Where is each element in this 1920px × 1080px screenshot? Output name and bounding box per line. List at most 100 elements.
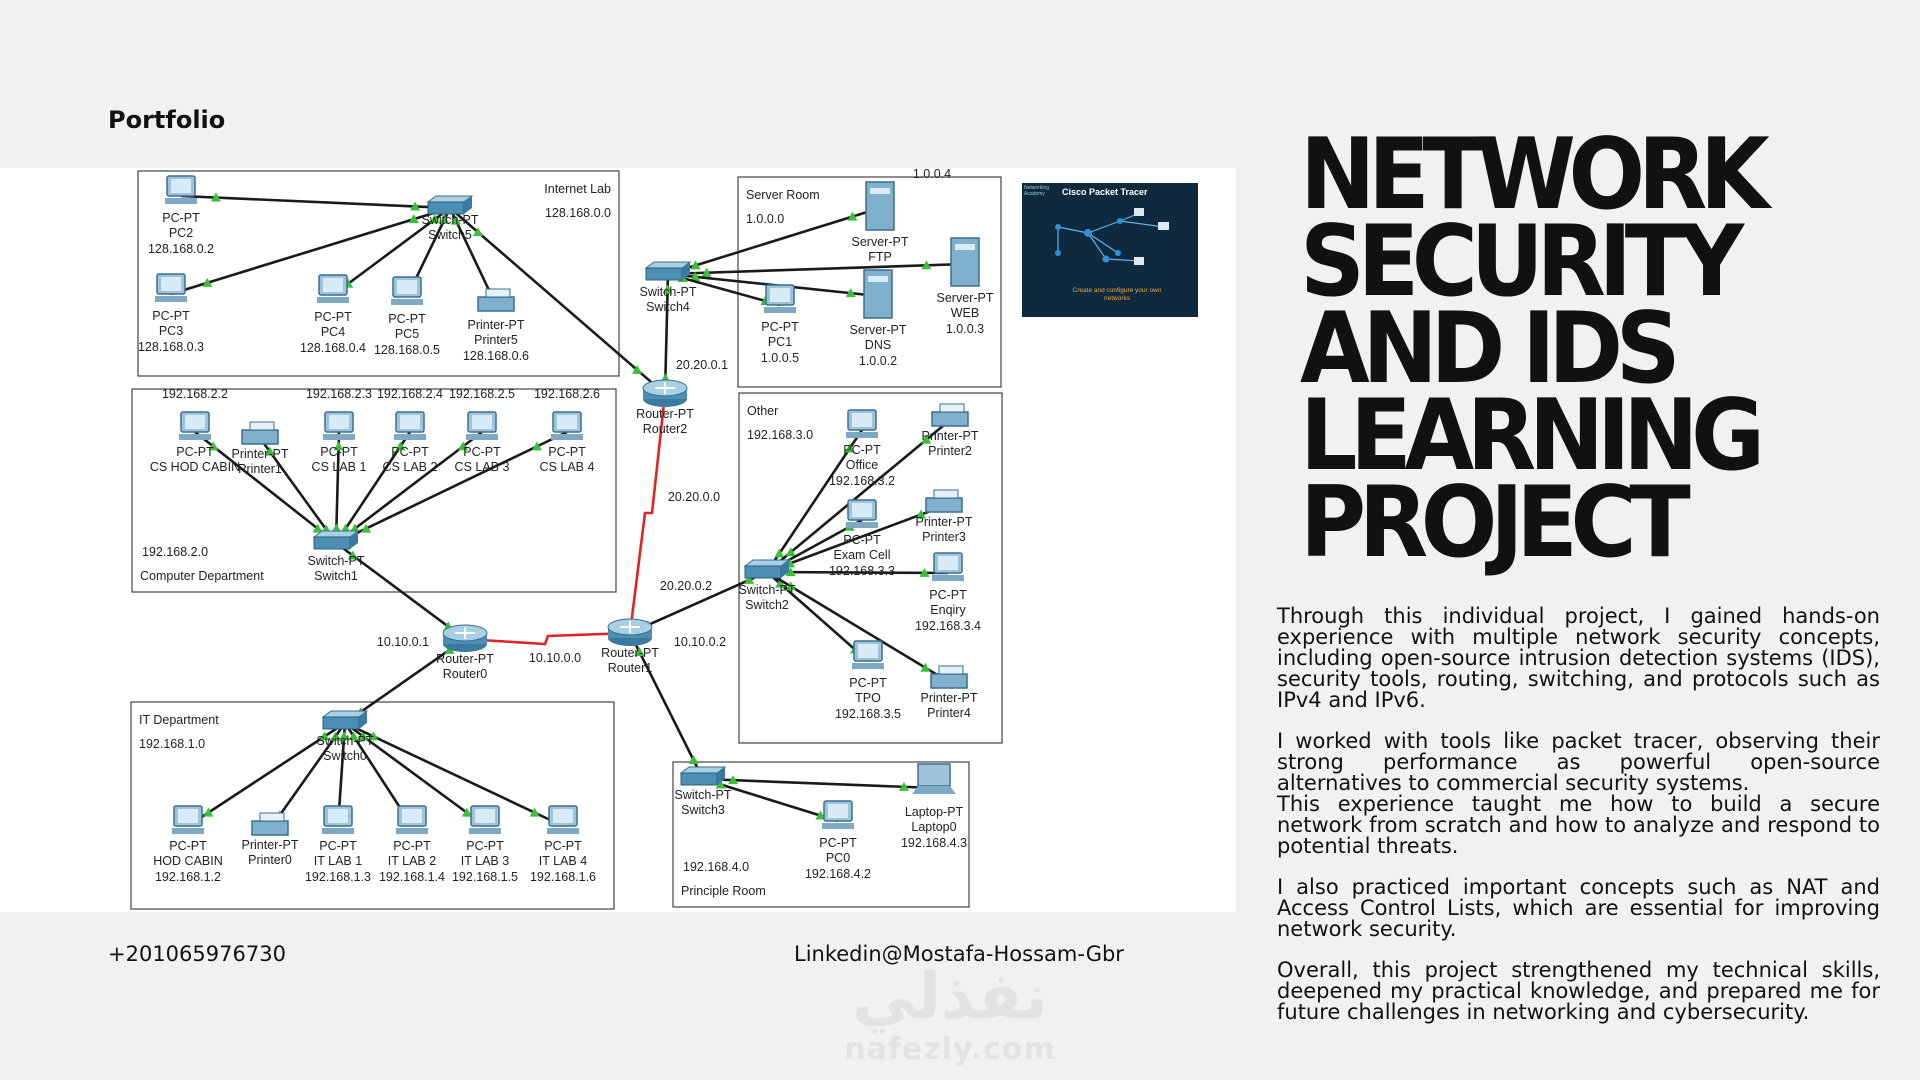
device-ip-label: 192.168.1.5	[452, 870, 518, 884]
device-type-label: PC-PT	[819, 836, 857, 850]
device-it-lab4-icon[interactable]	[547, 805, 579, 834]
device-switch5-icon[interactable]	[426, 195, 474, 215]
link-status-indicator	[361, 523, 372, 533]
device-type-label: Laptop-PT	[905, 805, 964, 819]
device-name-label: Switch2	[745, 598, 789, 612]
device-laptop0-icon[interactable]	[912, 763, 956, 794]
device-name-label: IT LAB 1	[314, 854, 362, 868]
device-dns-icon[interactable]	[863, 269, 893, 319]
link-switch2-enqiry	[766, 570, 949, 575]
link-switch0-it_lab3	[344, 721, 486, 828]
device-ip-label: 1.0.0.5	[761, 351, 799, 365]
device-type-label: PC-PT	[162, 211, 200, 225]
device-ip-label: 192.168.1.3	[305, 870, 371, 884]
device-name-label: Switch0	[323, 749, 367, 763]
description-paragraph: This experience taught me how to build a…	[1277, 792, 1880, 858]
device-type-label: PC-PT	[849, 676, 887, 690]
link-status-indicator	[333, 441, 344, 451]
device-name-label: CS LAB 1	[312, 460, 367, 474]
link-status-indicator	[458, 441, 469, 451]
link-switch4-web	[667, 262, 966, 276]
device-name-label: Switch1	[314, 569, 358, 583]
device-hod-cabin-icon[interactable]	[172, 805, 204, 834]
device-router0-icon[interactable]	[442, 624, 488, 652]
device-exam-cell-icon[interactable]	[846, 499, 878, 528]
link-status-indicator	[688, 755, 699, 765]
zone-title: Other	[747, 404, 778, 418]
zone-principle-room	[672, 761, 970, 908]
device-cs-lab1-icon[interactable]	[323, 411, 355, 440]
device-printer4-icon[interactable]	[930, 665, 968, 689]
zone-it-dept	[130, 701, 615, 910]
link-cs_hod-switch1	[194, 430, 337, 545]
link-status-indicator	[312, 523, 323, 533]
description-paragraph: Overall, this project strengthened my te…	[1277, 958, 1880, 1024]
device-enqiry-icon[interactable]	[932, 552, 964, 581]
device-name-label: Printer0	[248, 853, 292, 867]
device-ftp-icon[interactable]	[865, 181, 895, 231]
link-status-indicator	[461, 807, 472, 817]
device-pc0-icon[interactable]	[822, 800, 854, 829]
device-it-lab2-icon[interactable]	[396, 805, 428, 834]
device-pc3-icon[interactable]	[155, 273, 187, 302]
device-ip-label: 128.168.0.6	[463, 349, 529, 363]
device-cs-hod-icon[interactable]	[179, 411, 211, 440]
device-switch4-icon[interactable]	[644, 261, 692, 281]
device-router2-icon[interactable]	[642, 379, 688, 407]
device-printer0-icon[interactable]	[251, 812, 289, 836]
link-pc3-switch5	[170, 206, 451, 296]
device-pc5-icon[interactable]	[391, 276, 423, 305]
device-type-label: Printer-PT	[232, 447, 289, 461]
link-status-indicator	[815, 810, 826, 820]
device-ip-label: 192.168.1.4	[379, 870, 445, 884]
device-type-label: Printer-PT	[468, 318, 525, 332]
link-switch2-office	[765, 429, 864, 573]
device-pc4-icon[interactable]	[317, 274, 349, 303]
link-status-indicator	[330, 731, 341, 741]
device-cs-lab2-icon[interactable]	[394, 411, 426, 440]
device-type-label: PC-PT	[843, 443, 881, 457]
device-cs-lab3-icon[interactable]	[466, 411, 498, 440]
device-tpo-icon[interactable]	[852, 640, 884, 669]
device-switch2-icon[interactable]	[743, 559, 791, 579]
link-status-indicator	[921, 260, 932, 270]
linkedin-link[interactable]: Linkedin@Mostafa-Hossam-Gbr	[794, 942, 1124, 966]
zone-internet-lab	[137, 170, 620, 377]
device-switch1-icon[interactable]	[312, 530, 360, 550]
zone-title: Computer Department	[140, 569, 264, 583]
portfolio-label: Portfolio	[108, 106, 226, 134]
device-printer1-icon[interactable]	[241, 421, 279, 445]
device-office-icon[interactable]	[846, 409, 878, 438]
device-switch0-icon[interactable]	[321, 710, 369, 730]
link-status-indicator	[358, 731, 369, 741]
device-pc2-icon[interactable]	[165, 175, 197, 204]
device-name-label: Printer2	[928, 444, 972, 458]
device-it-lab1-icon[interactable]	[322, 805, 354, 834]
headline-line: NETWORK	[1300, 118, 1770, 232]
device-name-label: Printer3	[922, 530, 966, 544]
device-printer3-icon[interactable]	[925, 489, 963, 513]
zone-title: IT Department	[139, 713, 219, 727]
device-name-label: CS LAB 2	[383, 460, 438, 474]
device-router1-icon[interactable]	[607, 618, 653, 646]
device-it-lab3-icon[interactable]	[469, 805, 501, 834]
link-status-indicator	[728, 775, 739, 785]
device-type-label: Switch-PT	[317, 734, 374, 748]
headline: NETWORK SECURITY AND IDS LEARNING PROJEC…	[1300, 118, 1852, 572]
device-type-label: PC-PT	[391, 445, 429, 459]
device-ip-label: 192.168.3.3	[829, 564, 895, 578]
link-status-indicator	[634, 646, 645, 656]
link-status-indicator	[395, 441, 406, 451]
device-type-label: Router-PT	[601, 646, 659, 660]
device-ip-label: 192.168.2.2	[162, 387, 228, 401]
device-pc1-icon[interactable]	[764, 284, 796, 313]
device-name-label: PC5	[395, 327, 419, 341]
device-type-label: PC-PT	[388, 312, 426, 326]
device-printer2-icon[interactable]	[931, 403, 969, 427]
device-printer5-icon[interactable]	[477, 288, 515, 312]
device-web-icon[interactable]	[950, 237, 980, 287]
zone-subnet: 128.168.0.0	[545, 206, 611, 220]
device-type-label: PC-PT	[152, 309, 190, 323]
device-switch3-icon[interactable]	[679, 766, 727, 786]
device-cs-lab4-icon[interactable]	[551, 411, 583, 440]
